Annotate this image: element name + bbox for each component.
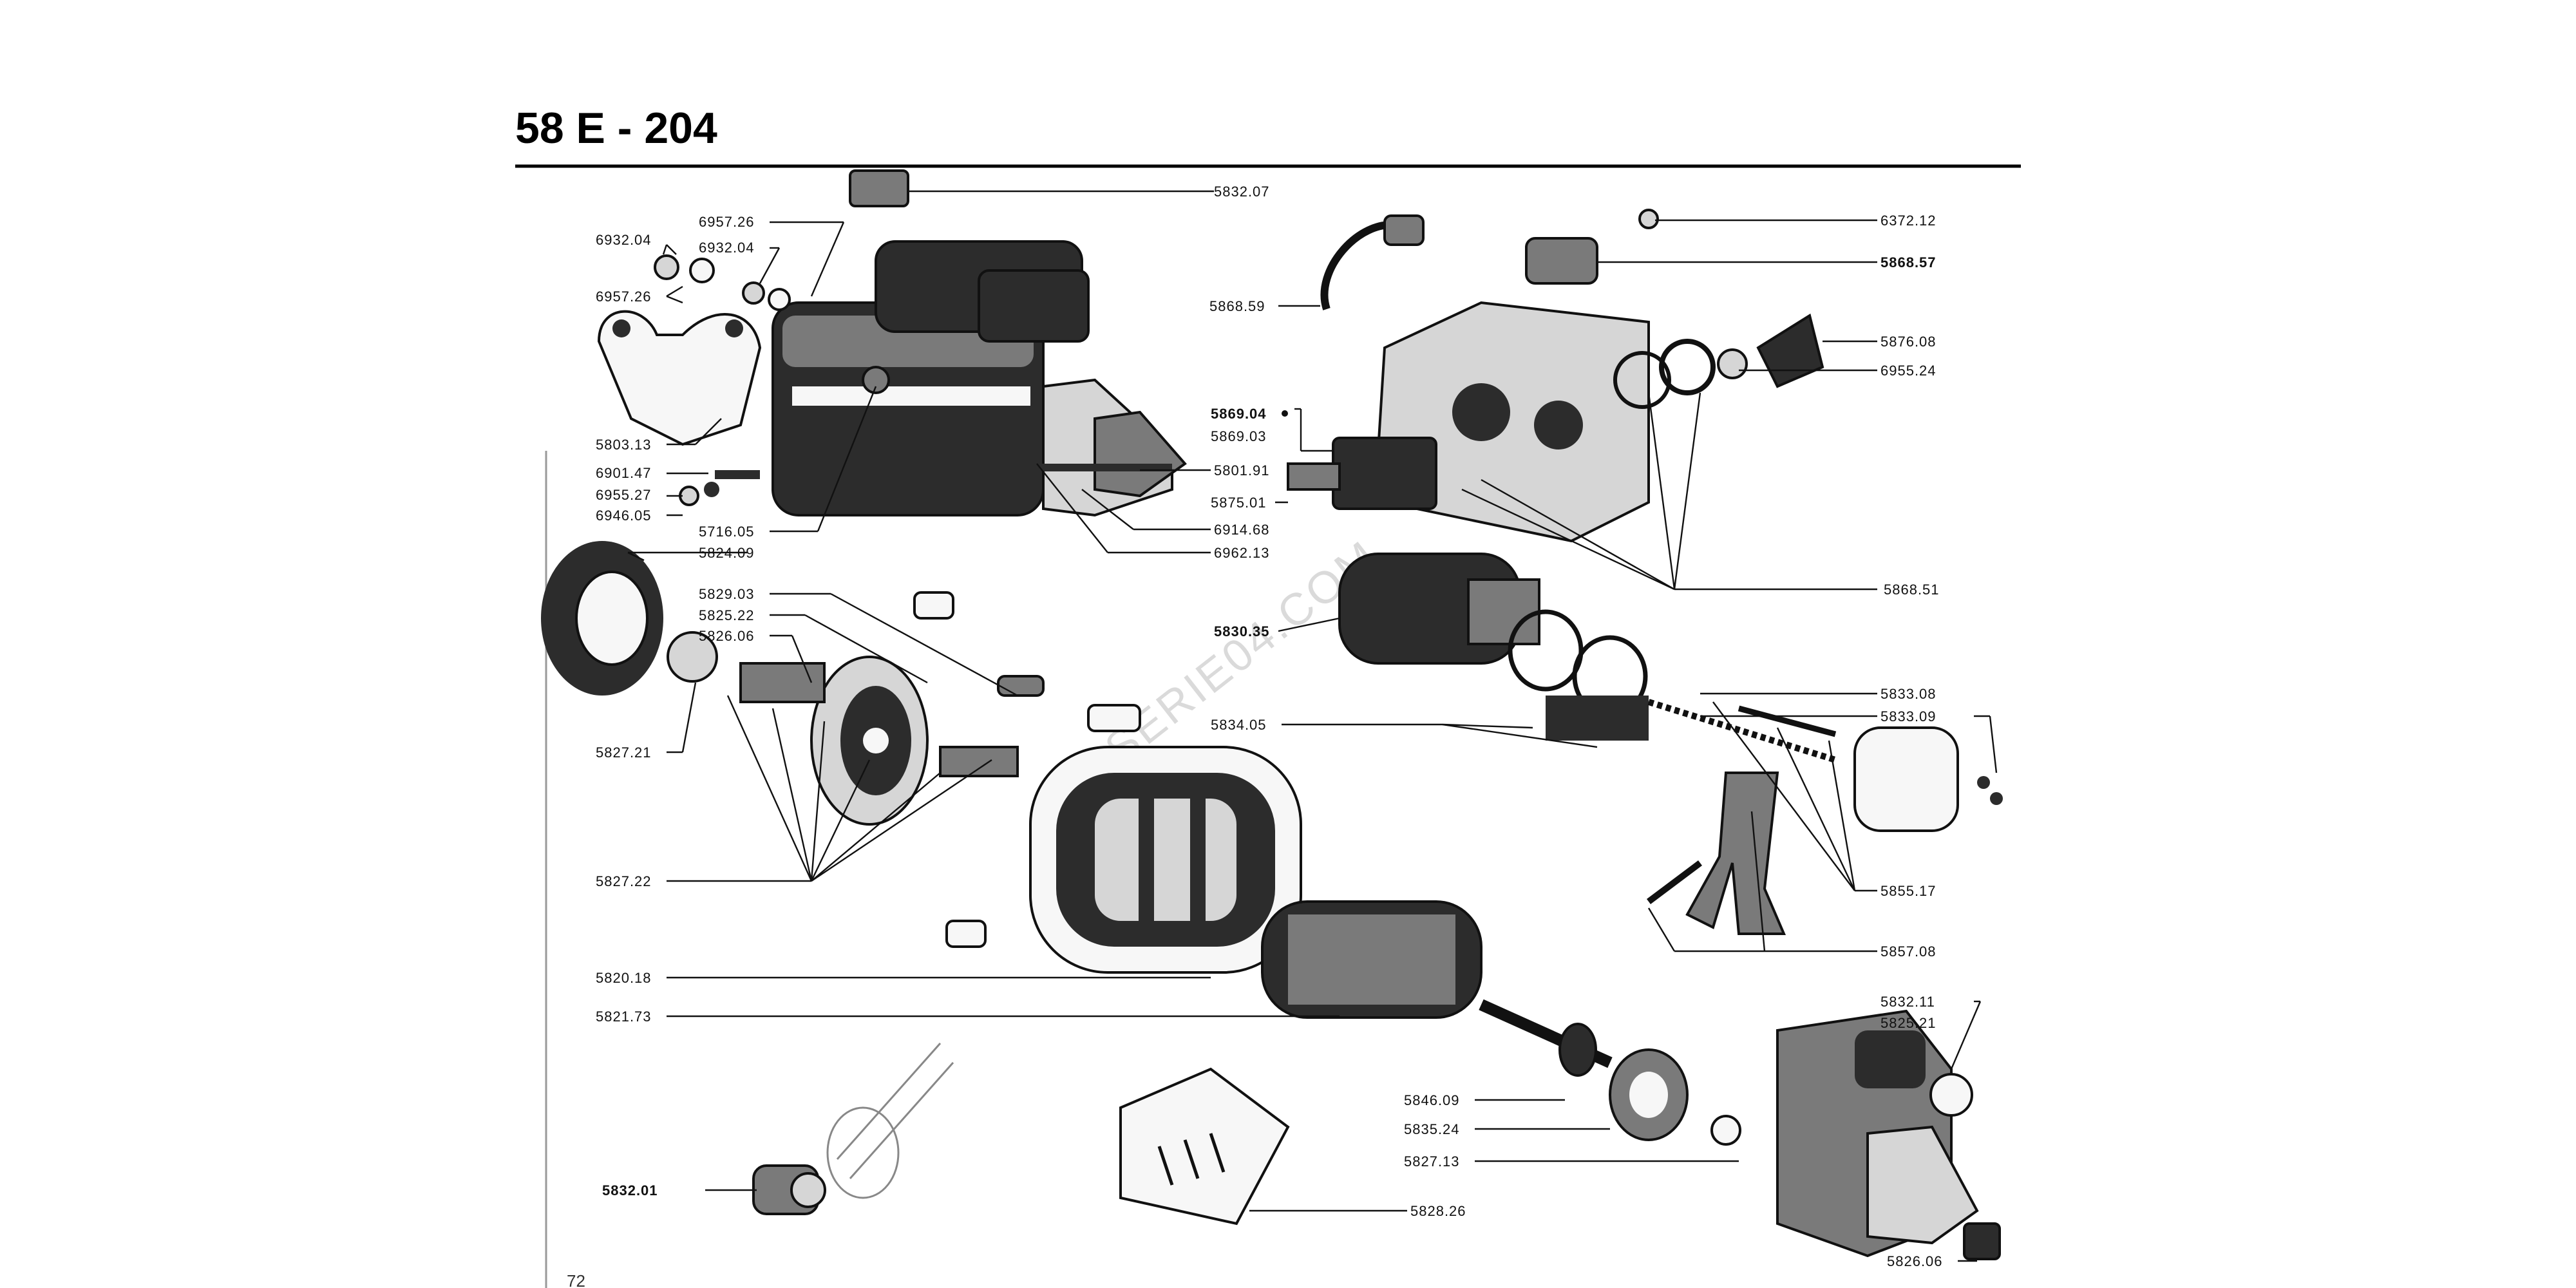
brush-plate xyxy=(739,656,1019,826)
part-label-5855-17: 5855.17 xyxy=(1880,883,1937,899)
fork-5857-08 xyxy=(1647,772,1786,935)
part-label-6955-27: 6955.27 xyxy=(596,487,652,503)
marker-dot xyxy=(1282,410,1288,417)
part-label-5832-11: 5832.11 xyxy=(1880,994,1935,1010)
part-label-5833-08: 5833.08 xyxy=(1880,686,1937,702)
part-label-5876-08: 5876.08 xyxy=(1880,334,1937,350)
drive-end-housing xyxy=(1776,1009,2001,1260)
part-label-5827-21: 5827.21 xyxy=(596,744,652,761)
part-label-5821-73: 5821.73 xyxy=(596,1009,652,1025)
cable-5868-59 xyxy=(1320,214,1425,310)
starter-sketch-outline xyxy=(826,1043,954,1199)
part-label-5832-07: 5832.07 xyxy=(1214,184,1270,200)
part-label-5832-01: 5832.01 xyxy=(602,1182,658,1198)
page-title: 58 E - 204 xyxy=(515,104,717,153)
cover-plate xyxy=(1376,301,1650,543)
switch-5869 xyxy=(1287,437,1437,510)
bushing-5832-01 xyxy=(752,1164,826,1215)
part-label-6957-26-top: 6957.26 xyxy=(699,214,755,230)
part-label-6957-26-left: 6957.26 xyxy=(596,289,652,305)
part-label-5827-13: 5827.13 xyxy=(1404,1153,1460,1170)
part-labels: 5832.07 6957.26 6932.04 6932.04 6957.26 … xyxy=(596,184,1943,1269)
mounting-bracket xyxy=(597,310,762,446)
part-label-6932-04-left: 6932.04 xyxy=(596,232,652,248)
part-label-5803-13: 5803.13 xyxy=(596,437,652,453)
part-label-5846-09: 5846.09 xyxy=(1404,1092,1460,1108)
armature xyxy=(1261,900,1613,1077)
part-label-5825-21: 5825.21 xyxy=(1880,1015,1937,1031)
part-label-5857-08: 5857.08 xyxy=(1880,943,1937,960)
part-label-5869-03: 5869.03 xyxy=(1211,428,1267,444)
part-label-5827-22: 5827.22 xyxy=(596,873,652,889)
part-label-5825-22: 5825.22 xyxy=(699,607,755,623)
part-label-5868-59: 5868.59 xyxy=(1209,298,1265,314)
part-label-5716-05: 5716.05 xyxy=(699,524,755,540)
part-label-5875-01: 5875.01 xyxy=(1211,495,1267,511)
part-label-6932-04-right: 6932.04 xyxy=(699,240,755,256)
bracket-5832-07 xyxy=(849,169,909,207)
part-label-6955-24: 6955.24 xyxy=(1880,363,1937,379)
part-label-5826-06-bottom: 5826.06 xyxy=(1887,1253,1943,1269)
watermark-text: SERIE04.COM xyxy=(1095,530,1388,773)
field-coil-housing xyxy=(1029,746,1302,974)
part-label-6914-68: 6914.68 xyxy=(1214,522,1270,538)
page-number: 72 xyxy=(567,1271,585,1288)
brush-kit-bag xyxy=(1119,1067,1290,1226)
part-label-5869-04: 5869.04 xyxy=(1211,406,1267,422)
part-label-6962-13: 6962.13 xyxy=(1214,545,1270,561)
part-label-6901-47: 6901.47 xyxy=(596,465,652,481)
washers-top-left xyxy=(654,254,791,506)
dust-cover xyxy=(541,541,718,696)
part-label-5834-05: 5834.05 xyxy=(1211,717,1267,733)
part-label-5826-06-top: 5826.06 xyxy=(699,628,755,644)
part-label-5828-26: 5828.26 xyxy=(1410,1203,1466,1219)
part-label-5820-18: 5820.18 xyxy=(596,970,652,986)
part-label-5829-03: 5829.03 xyxy=(699,586,755,602)
part-label-5833-09: 5833.09 xyxy=(1880,708,1937,724)
connector-5868-57 xyxy=(1525,209,1659,285)
part-label-5835-24: 5835.24 xyxy=(1404,1121,1460,1137)
leader-lines xyxy=(627,190,1998,1262)
part-label-6946-05: 6946.05 xyxy=(596,507,652,524)
part-label-6372-12: 6372.12 xyxy=(1880,213,1937,229)
part-label-5824-09: 5824.09 xyxy=(699,545,755,561)
drive-pinion xyxy=(1609,1048,1741,1146)
part-label-5801-91: 5801.91 xyxy=(1214,462,1270,478)
solenoid-5830-35 xyxy=(1338,553,1649,741)
starter-motor-illustration xyxy=(772,240,1187,517)
part-label-5868-51: 5868.51 xyxy=(1884,582,1940,598)
plunger-springs xyxy=(1647,699,2003,832)
part-label-5868-57: 5868.57 xyxy=(1880,254,1937,270)
part-label-5830-35: 5830.35 xyxy=(1214,623,1270,639)
